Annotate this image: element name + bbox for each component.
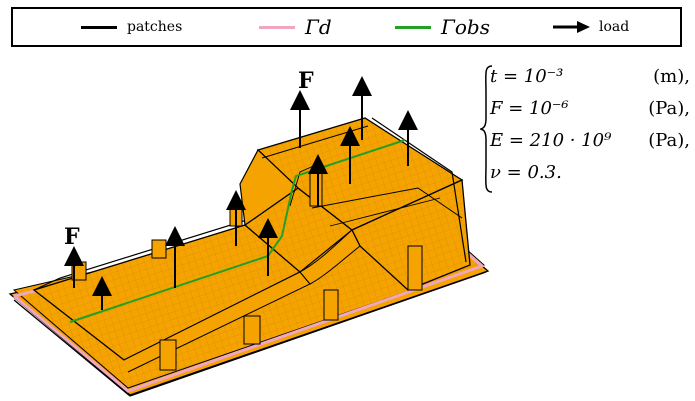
- legend-item-load: load: [551, 9, 629, 45]
- upper-box: [239, 117, 471, 291]
- equation-thickness: t = 10⁻³ (m),: [490, 66, 690, 94]
- force-label-top: F: [298, 68, 314, 94]
- legend-swatch-gamma-d: [259, 25, 295, 29]
- legend-label-patches: patches: [127, 19, 183, 35]
- stiffener-details: [71, 171, 423, 371]
- legend-label-load: load: [599, 19, 630, 35]
- equation-force-lhs: F = 10⁻⁶: [490, 98, 569, 119]
- load-arrows: [64, 76, 418, 310]
- legend-swatch-gamma-obs: [395, 25, 431, 29]
- legend-item-patches: patches: [81, 9, 182, 45]
- parameter-equations: t = 10⁻³ (m), F = 10⁻⁶ (Pa), E = 210 · 1…: [480, 62, 692, 202]
- legend-label-gamma-d: Γd: [305, 15, 332, 39]
- arrow-right-icon: [553, 21, 590, 33]
- equation-thickness-unit: (m),: [653, 66, 690, 87]
- equation-thickness-lhs: t = 10⁻³: [490, 66, 564, 87]
- equation-poisson-ratio: ν = 0.3.: [490, 162, 690, 190]
- equation-youngs-modulus: E = 210 · 10⁹ (Pa),: [490, 130, 690, 158]
- equation-force: F = 10⁻⁶ (Pa),: [490, 98, 690, 126]
- equation-youngs-modulus-lhs: E = 210 · 10⁹: [490, 130, 612, 151]
- left-brace-icon: [480, 65, 493, 193]
- shell-geometry-figure: [8, 76, 490, 397]
- legend-label-gamma-obs: Γobs: [441, 15, 490, 39]
- equation-youngs-modulus-unit: (Pa),: [648, 130, 690, 151]
- legend-item-gamma-obs: Γobs: [395, 9, 490, 45]
- equation-force-unit: (Pa),: [648, 98, 690, 119]
- equation-poisson-ratio-lhs: ν = 0.3.: [490, 162, 562, 183]
- force-label-left: F: [64, 224, 80, 250]
- legend-item-gamma-d: Γd: [259, 9, 332, 45]
- legend-box: patches Γd Γobs load: [11, 7, 682, 47]
- legend-swatch-patches: [81, 25, 117, 29]
